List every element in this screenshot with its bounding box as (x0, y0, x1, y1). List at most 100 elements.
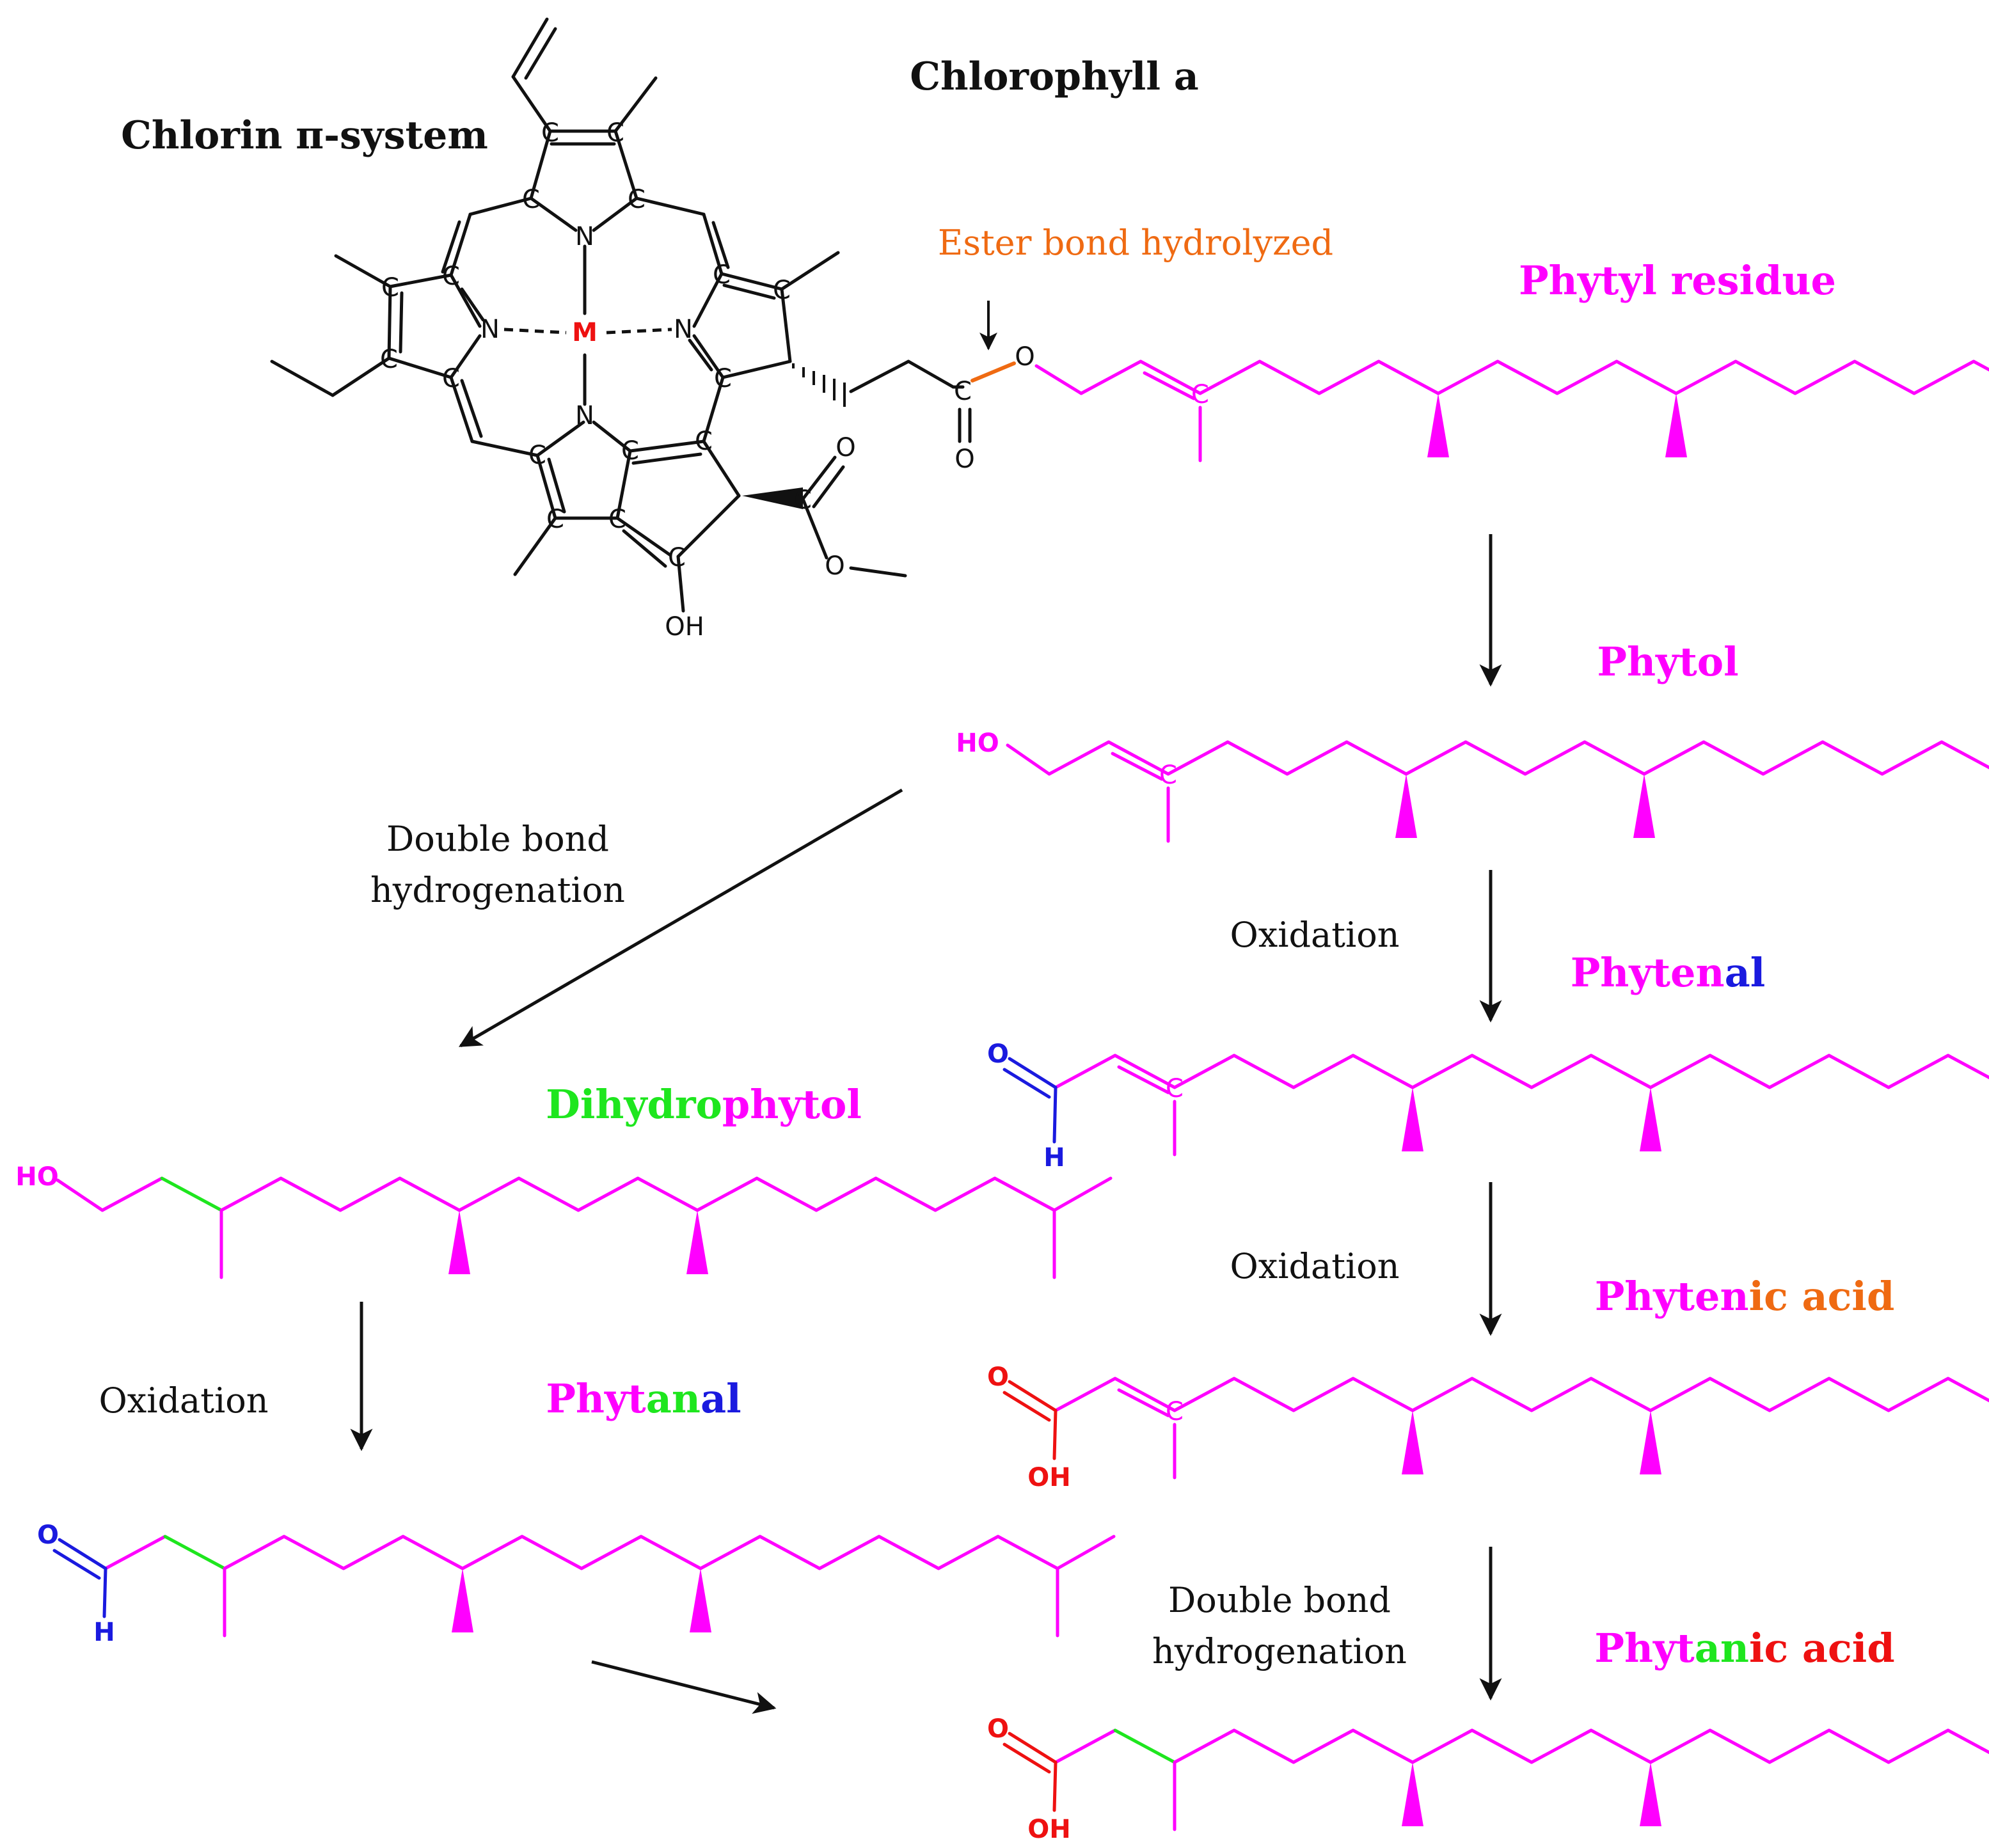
chain-bond (1708, 1377, 1771, 1412)
chain-bond (1113, 1377, 1177, 1412)
chain-bond (1530, 1054, 1593, 1089)
chain-bond (1411, 1377, 1474, 1412)
chain-bond (996, 1535, 1059, 1570)
step-label-oxidation-2: Oxidation (1230, 1246, 1399, 1286)
hydroxyl-bond (1052, 1409, 1058, 1460)
chain-bond (699, 1535, 762, 1570)
chain-bond (398, 1176, 461, 1212)
svg-text:N: N (575, 222, 594, 251)
chain-bond (56, 1178, 104, 1212)
stereo-wedge (448, 1210, 470, 1274)
chain-bond (1827, 1054, 1890, 1089)
chain-bond (1198, 359, 1262, 395)
svg-text:C: C (713, 260, 731, 290)
chain-bond (1351, 1054, 1414, 1089)
svg-text:O: O (955, 445, 974, 474)
svg-text:N: N (480, 315, 500, 344)
chain-bond (1113, 1054, 1177, 1089)
chain-bond (1436, 359, 1500, 395)
svg-text:C: C (628, 185, 646, 214)
double-bond (1117, 1065, 1170, 1094)
chain-bond (1292, 1377, 1355, 1412)
svg-text:N: N (674, 315, 693, 344)
svg-text:C: C (608, 505, 626, 534)
chain-bond (338, 1176, 402, 1212)
svg-text:C: C (546, 505, 564, 534)
svg-text:C: C (773, 276, 791, 305)
phytanic-acid-name: Phytanic acid (1594, 1625, 1894, 1671)
reaction-arrows (350, 534, 1502, 1714)
stereo-wedge (1427, 393, 1449, 457)
chain-bond (1530, 1377, 1593, 1412)
chain-bond (520, 1535, 583, 1570)
double-bond (1111, 752, 1164, 781)
chlorophyll-title: Chlorophyll a (910, 54, 1199, 99)
svg-text:OH: OH (665, 612, 704, 642)
carbonyl-bond (1008, 1380, 1058, 1412)
chain-bond (814, 1176, 878, 1212)
svg-text:C: C (794, 486, 812, 515)
chain-bond (1642, 740, 1706, 776)
aldehyde-h-bond (102, 1567, 107, 1618)
chain-bond (1708, 1054, 1771, 1089)
ester-bond (971, 361, 1016, 383)
arrow-phytol-to-dihydrophytol (458, 788, 903, 1048)
phytenic-acid-name: Phytenic acid (1595, 1273, 1895, 1320)
acid-oh: OH (1027, 1463, 1070, 1492)
chain-bond (1708, 1728, 1771, 1764)
chain-bond (1173, 1377, 1236, 1412)
chain-bond (1523, 740, 1587, 776)
chain-bond (1887, 1377, 1950, 1412)
chain-bond (1827, 1377, 1890, 1412)
ester-label: Ester bond hydrolyzed (938, 223, 1333, 263)
chain-bond (1530, 1728, 1593, 1764)
chain-bond (1404, 740, 1468, 776)
chain-bond (1589, 1377, 1652, 1412)
chain-bond (1649, 1054, 1712, 1089)
chain-bond (1351, 1728, 1414, 1764)
double-bond (1143, 371, 1196, 400)
svg-text:O: O (836, 433, 855, 462)
carbonyl-bond (1002, 1391, 1051, 1422)
chain-bond (1674, 359, 1738, 395)
chain-bond (1496, 359, 1559, 395)
chain-bond (1827, 1728, 1890, 1764)
chain-bond (1054, 1728, 1117, 1764)
svg-text:C: C (714, 364, 732, 393)
chain-bond (1232, 1728, 1296, 1764)
chain-bond (1113, 1728, 1177, 1764)
stereo-wedge (1402, 1410, 1423, 1474)
chain-bond (1887, 1054, 1950, 1089)
chain-bond (1470, 1377, 1533, 1412)
chain-bond (695, 1176, 759, 1212)
svg-text:C: C (380, 345, 398, 374)
stereo-wedge (1402, 1087, 1423, 1151)
chain-carbon: C (1166, 1397, 1184, 1426)
svg-text:C: C (621, 436, 639, 466)
chain-bond (1589, 1054, 1652, 1089)
hydroxyl-label: HO (956, 729, 999, 758)
terminal-methyl (1052, 1176, 1113, 1212)
chain-bond (1351, 1377, 1414, 1412)
chain-bond (1079, 359, 1143, 395)
chain-bond (163, 1535, 226, 1570)
chain-bond (1047, 740, 1111, 776)
chain-bond (993, 1176, 1056, 1212)
chain-bond (933, 1176, 997, 1212)
stereo-wedge (1665, 393, 1687, 457)
chain-bond (1946, 1377, 1989, 1403)
chain-bond (1292, 1054, 1355, 1089)
chain-bond (1821, 740, 1884, 776)
chlorin-label: Chlorin π-system (121, 113, 488, 158)
phytol-name: Phytol (1597, 638, 1738, 685)
chain-bond (1768, 1377, 1831, 1412)
svg-text:C: C (695, 427, 713, 456)
chain-bond (1006, 743, 1051, 776)
chain-bond (758, 1535, 821, 1570)
chain-bond (1583, 740, 1646, 776)
chain-bond (636, 1176, 699, 1212)
stereo-wedge (1395, 774, 1417, 838)
chain-bond (1226, 740, 1289, 776)
